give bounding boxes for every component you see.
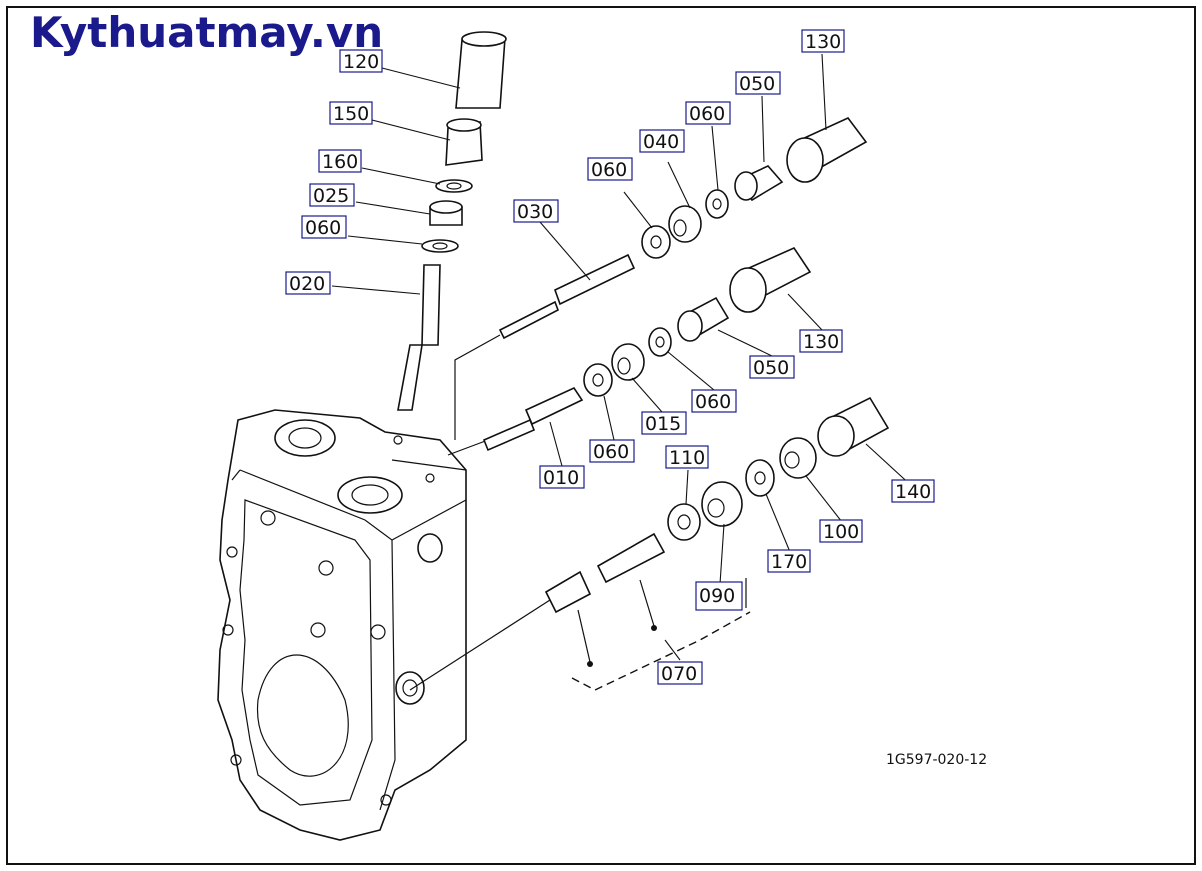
label-text-090: 090 xyxy=(699,585,735,607)
label-text-060: 060 xyxy=(689,103,725,125)
label-170: 170 xyxy=(767,549,811,573)
label-050: 050 xyxy=(735,71,781,95)
diagram-frame xyxy=(6,6,1196,865)
label-text-020: 020 xyxy=(289,273,325,295)
label-150: 150 xyxy=(329,101,373,125)
label-text-140: 140 xyxy=(895,481,931,503)
label-text-170: 170 xyxy=(771,551,807,573)
label-025: 025 xyxy=(309,183,355,207)
reference-lines xyxy=(409,334,751,691)
label-050: 050 xyxy=(749,355,795,379)
label-text-120: 120 xyxy=(343,51,379,73)
label-text-060: 060 xyxy=(591,159,627,181)
label-text-050: 050 xyxy=(753,357,789,379)
label-text-060: 060 xyxy=(593,441,629,463)
label-010: 010 xyxy=(539,465,585,489)
label-text-030: 030 xyxy=(517,201,553,223)
label-160: 160 xyxy=(318,149,362,173)
label-130: 130 xyxy=(799,329,843,353)
label-140: 140 xyxy=(891,479,935,503)
label-text-060: 060 xyxy=(305,217,341,239)
label-text-060: 060 xyxy=(695,391,731,413)
leader-lines xyxy=(331,53,915,661)
label-text-130: 130 xyxy=(803,331,839,353)
label-110: 110 xyxy=(665,445,709,469)
valve-housing xyxy=(217,409,467,841)
diagram-reference-id: 1G597-020-12 xyxy=(886,752,988,768)
label-020: 020 xyxy=(285,271,331,295)
middle-spool-row xyxy=(482,246,812,452)
label-060: 060 xyxy=(685,101,731,125)
label-text-040: 040 xyxy=(643,131,679,153)
lower-spool-row xyxy=(544,396,890,614)
label-text-160: 160 xyxy=(322,151,358,173)
watermark-logo: Kythuatmay.vn xyxy=(30,8,384,57)
label-130: 130 xyxy=(801,29,845,53)
label-060: 060 xyxy=(587,157,633,181)
label-060: 060 xyxy=(301,215,347,239)
label-040: 040 xyxy=(639,129,685,153)
label-text-100: 100 xyxy=(823,521,859,543)
label-015: 015 xyxy=(641,411,687,435)
label-text-025: 025 xyxy=(313,185,349,207)
label-090: 090 xyxy=(695,581,743,611)
label-text-150: 150 xyxy=(333,103,369,125)
label-060: 060 xyxy=(589,439,635,463)
vertical-plug-stack xyxy=(397,31,507,411)
label-text-130: 130 xyxy=(805,31,841,53)
label-030: 030 xyxy=(513,199,559,223)
upper-spool-row xyxy=(498,117,868,340)
label-text-015: 015 xyxy=(645,413,681,435)
label-text-070: 070 xyxy=(661,663,697,685)
label-120: 120 xyxy=(339,49,383,73)
label-060: 060 xyxy=(691,389,737,413)
label-text-050: 050 xyxy=(739,73,775,95)
label-text-010: 010 xyxy=(543,467,579,489)
label-100: 100 xyxy=(819,519,863,543)
label-text-110: 110 xyxy=(669,447,705,469)
label-070: 070 xyxy=(657,661,703,685)
part-labels: 120 150 160 025 060 020 030 060 040 060 … xyxy=(285,29,935,685)
